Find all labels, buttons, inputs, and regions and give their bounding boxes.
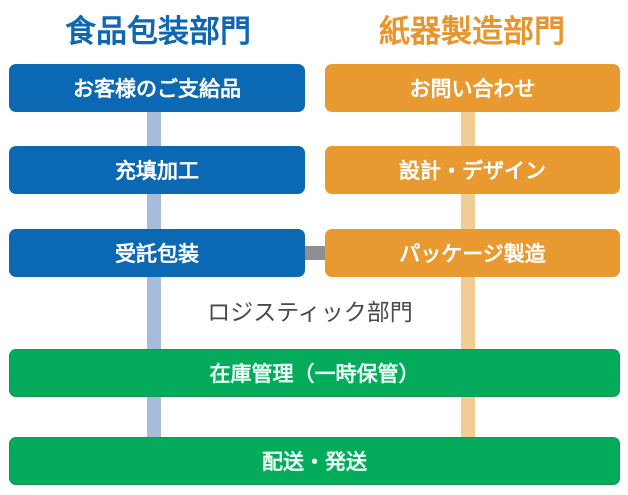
step-label: 受託包装 bbox=[115, 242, 199, 266]
step-package-manufacturing[interactable]: パッケージ製造 bbox=[325, 229, 620, 277]
step-label: 配送・発送 bbox=[262, 450, 367, 474]
step-delivery-shipping[interactable]: 配送・発送 bbox=[9, 437, 620, 485]
step-label: 設計・デザイン bbox=[399, 159, 546, 183]
step-label: 在庫管理（一時保管） bbox=[209, 362, 420, 386]
step-label: お問い合わせ bbox=[409, 77, 536, 101]
step-contract-packaging[interactable]: 受託包装 bbox=[9, 229, 305, 277]
paper-manufacturing-dept-title: 紙器製造部門 bbox=[379, 14, 565, 50]
step-design[interactable]: 設計・デザイン bbox=[325, 146, 620, 194]
step-customer-supplied-goods[interactable]: お客様のご支給品 bbox=[9, 64, 305, 112]
step-label: お客様のご支給品 bbox=[73, 77, 241, 101]
step-inquiry[interactable]: お問い合わせ bbox=[325, 64, 620, 112]
step-label: パッケージ製造 bbox=[399, 242, 546, 266]
cross-connector bbox=[300, 246, 330, 260]
step-filling-processing[interactable]: 充填加工 bbox=[9, 146, 305, 194]
logistics-dept-title: ロジスティック部門 bbox=[207, 300, 413, 326]
step-inventory-management[interactable]: 在庫管理（一時保管） bbox=[9, 349, 620, 397]
step-label: 充填加工 bbox=[115, 159, 199, 183]
food-packaging-dept-title: 食品包装部門 bbox=[65, 14, 251, 50]
